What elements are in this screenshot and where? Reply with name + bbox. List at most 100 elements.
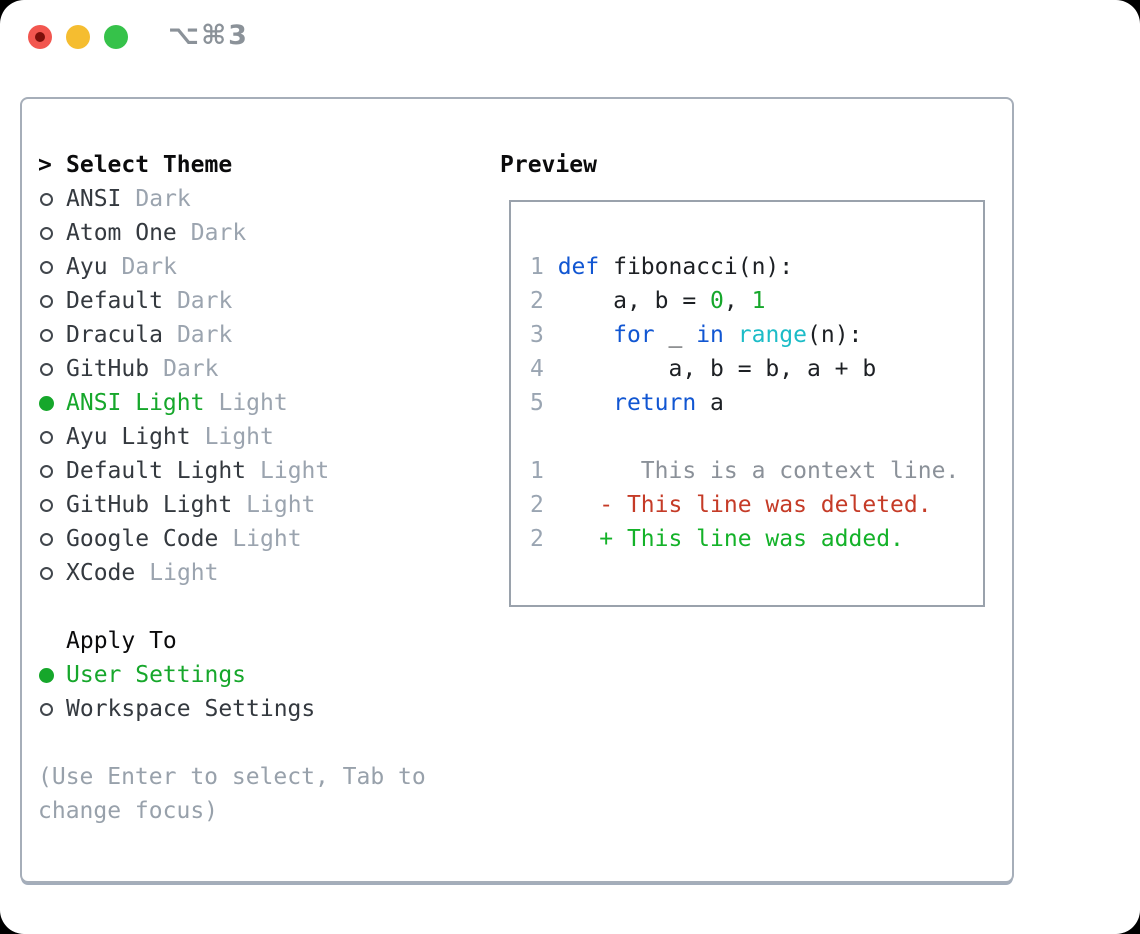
radio-icon xyxy=(38,362,66,376)
spacer xyxy=(38,726,482,760)
preview-line: 1 This is a context line. xyxy=(530,454,983,488)
radio-circle xyxy=(40,566,53,580)
theme-variant-tag: Light xyxy=(260,458,330,484)
option-label: GitHub Light xyxy=(66,492,233,518)
code-token: fibonacci(n): xyxy=(599,254,794,280)
theme-variant-tag: Light xyxy=(218,390,288,416)
option-label: Default Light xyxy=(66,458,247,484)
option-label: XCode xyxy=(66,560,136,586)
code-token: def xyxy=(557,254,600,280)
code-token: 5 xyxy=(530,390,558,416)
radio-selected-icon xyxy=(38,667,66,683)
traffic-lights xyxy=(28,25,128,49)
code-token: 1 xyxy=(751,288,766,314)
theme-option[interactable]: Dracula Dark xyxy=(38,318,482,352)
radio-circle xyxy=(40,260,53,274)
radio-selected-icon xyxy=(38,395,66,411)
code-token: 2 xyxy=(530,492,558,518)
preview-title: Preview xyxy=(500,152,597,178)
code-token: 2 xyxy=(530,288,558,314)
code-token: 0 xyxy=(710,288,724,314)
apply-to-title: Apply To xyxy=(66,628,177,654)
minimize-button[interactable] xyxy=(66,25,90,49)
option-label: ANSI Light xyxy=(66,390,205,416)
titlebar: ⌥⌘3 xyxy=(0,0,1140,72)
theme-variant-tag: Light xyxy=(246,492,316,518)
option-label: Google Code xyxy=(66,526,219,552)
zoom-button[interactable] xyxy=(104,25,128,49)
preview-line: 2 - This line was deleted. xyxy=(530,488,983,522)
radio-circle xyxy=(40,702,53,716)
option-label: Workspace Settings xyxy=(66,696,316,722)
select-theme-title: Select Theme xyxy=(66,152,233,178)
focus-caret-icon: > xyxy=(38,152,52,178)
radio-icon xyxy=(38,328,66,342)
code-token: 2 xyxy=(530,526,558,552)
theme-variant-tag: Dark xyxy=(163,356,219,382)
radio-circle xyxy=(40,294,53,308)
spacer xyxy=(38,590,482,624)
code-token: a, b = xyxy=(557,288,711,314)
apply-option[interactable]: User Settings xyxy=(38,658,482,692)
radio-icon xyxy=(38,702,66,716)
theme-variant-tag: Light xyxy=(204,424,274,450)
radio-circle xyxy=(40,532,53,546)
radio-circle xyxy=(39,395,54,411)
theme-variant-tag: Dark xyxy=(135,186,191,212)
radio-circle xyxy=(40,328,53,342)
theme-option[interactable]: GitHub Dark xyxy=(38,352,482,386)
radio-icon xyxy=(38,464,66,478)
code-token xyxy=(724,322,738,348)
code-token: - This line was deleted. xyxy=(557,492,932,518)
radio-icon xyxy=(38,294,66,308)
radio-icon xyxy=(38,498,66,512)
preview-line: 2 + This line was added. xyxy=(530,522,983,556)
code-token: (n): xyxy=(807,322,863,348)
radio-circle xyxy=(40,226,53,240)
preview-line: 5 return a xyxy=(530,386,983,420)
code-token: range xyxy=(737,322,807,348)
preview-line: 2 a, b = 0, 1 xyxy=(530,284,983,318)
theme-option[interactable]: GitHub Light Light xyxy=(38,488,482,522)
theme-variant-tag: Dark xyxy=(176,322,233,348)
theme-option[interactable]: Default Light Light xyxy=(38,454,482,488)
radio-circle xyxy=(40,192,53,206)
code-token: a, b = b, a + b xyxy=(557,356,877,382)
option-label: User Settings xyxy=(66,662,247,688)
theme-variant-tag: Dark xyxy=(176,288,233,314)
radio-circle xyxy=(40,498,53,512)
option-label: GitHub xyxy=(66,356,150,382)
apply-option[interactable]: Workspace Settings xyxy=(38,692,482,726)
code-token: _ xyxy=(654,322,697,348)
help-text: (Use Enter to select, Tab to change focu… xyxy=(38,764,426,824)
code-token: 4 xyxy=(530,356,558,382)
radio-icon xyxy=(38,566,66,580)
theme-option[interactable]: ANSI Light Light xyxy=(38,386,482,420)
option-label: Ayu xyxy=(66,254,108,280)
radio-circle xyxy=(40,362,53,376)
theme-variant-tag: Dark xyxy=(190,220,247,246)
code-token: in xyxy=(696,322,724,348)
option-label: Dracula xyxy=(66,322,163,348)
radio-icon xyxy=(38,532,66,546)
radio-icon xyxy=(38,260,66,274)
radio-icon xyxy=(38,226,66,240)
close-button[interactable] xyxy=(28,25,52,49)
code-token xyxy=(558,390,613,416)
option-label: Atom One xyxy=(66,220,177,246)
theme-option[interactable]: Atom One Dark xyxy=(38,216,482,250)
window-shortcut-label: ⌥⌘3 xyxy=(168,20,249,51)
radio-icon xyxy=(38,192,66,206)
